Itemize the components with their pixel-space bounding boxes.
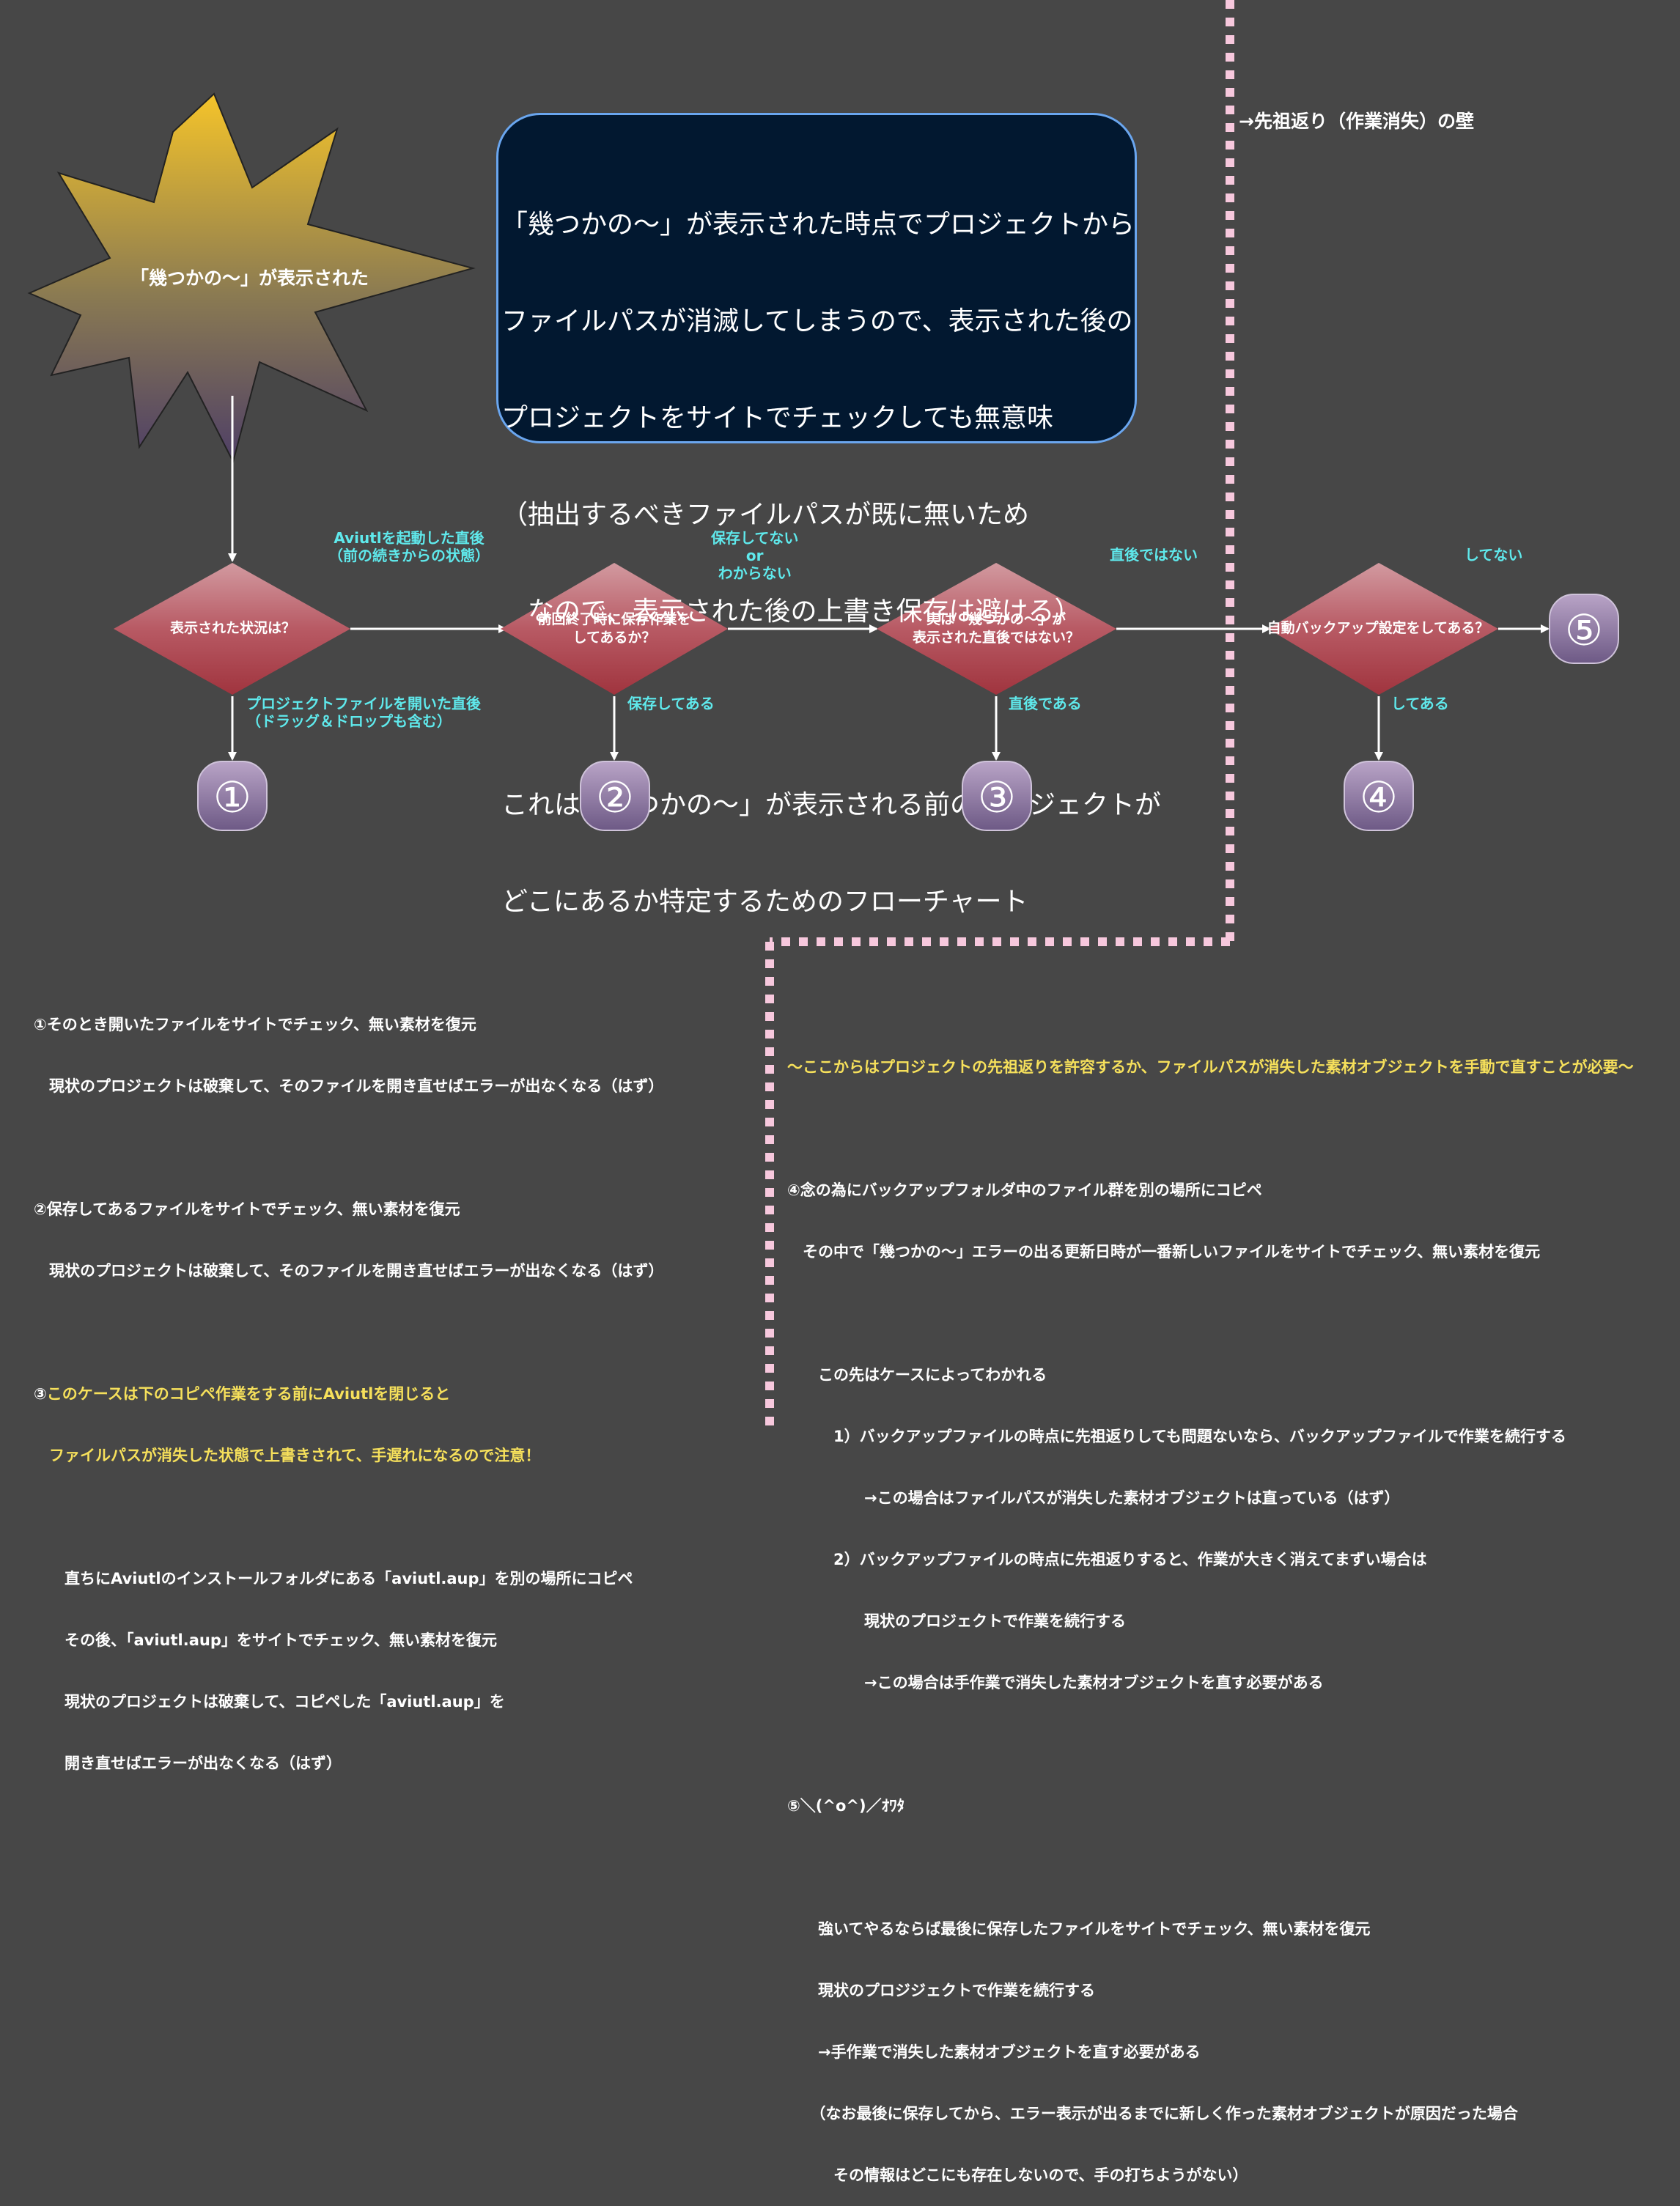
diamond-3-text: 実は「幾つかの～」が 表示された直後ではない？ [912,611,1080,646]
info-box: 「幾つかの～」が表示された時点でプロジェクトから ファイルパスが消滅してしまうの… [496,113,1161,917]
note-4-line-5: →この場合はファイルパスが消失した素材オブジェクトは直っている（はず） [787,1489,1400,1507]
edge-label-d3-right: 直後ではない [1110,546,1198,564]
decision-diamond-2 [501,563,728,695]
note-3-warning-1: このケースは下のコピペ作業をする前にAviutlを閉じると [46,1385,451,1403]
decision-diamond-3 [877,563,1116,695]
result-circle-2: ② [580,761,650,831]
note-5-line-5: （なお最後に保存してから、エラー表示が出るまでに新しく作った素材オブジェクトが原… [787,2105,1518,2122]
note-4-line-7: 現状のプロジェクトで作業を続行する [787,1612,1126,1630]
star-text: 「幾つかの～」が表示された [130,268,369,289]
note-3-line-3: 直ちにAviutlのインストールフォルダにある「aviutl.aup」を別の場所… [34,1570,633,1587]
diamond-2-text: 前回終了時に保存作業を してあるか？ [537,611,691,646]
edge-label-d1-right: Aviutlを起動した直後 （前の続きからの状態） [328,529,490,564]
note-3-line-1: ③このケースは下のコピペ作業をする前にAviutlを閉じると [34,1385,451,1403]
flowchart-canvas [27,0,1550,1425]
note-3-warning-2: ファイルパスが消失した状態で上書きされて、手遅れになるので注意！ [34,1447,541,1464]
edge-label-d1-down: プロジェクトファイルを開いた直後 （ドラッグ＆ドロップも含む） [246,695,481,730]
note-3-line-6: 開き直せばエラーが出なくなる（はず） [34,1755,342,1772]
note-4-line-2: その中で「幾つかの～」エラーの出る更新日時が一番新しいファイルをサイトでチェック… [787,1243,1541,1261]
result-circle-4: ④ [1344,761,1414,831]
info-box-text: 「幾つかの～」が表示された時点でプロジェクトから ファイルパスが消滅してしまうの… [501,210,1162,917]
wall-label: →先祖返り（作業消失）の壁 [1239,111,1474,132]
note-4-line-3: この先はケースによってわかれる [787,1366,1047,1384]
note-5-line-6: その情報はどこにも存在しないので、手の打ちようがない） [787,2166,1248,2184]
note-2-line-2: 現状のプロジェクトは破棄して、そのファイルを開き直せばエラーが出なくなる（はず） [34,1262,664,1280]
note-2-line-1: ②保存してあるファイルをサイトでチェック、無い素材を復元 [34,1200,460,1218]
notes-right: ～ここからはプロジェクトの先祖返りを許容するか、ファイルパスが消失した素材オブジ… [787,1016,1634,2206]
notes-left: ①そのとき開いたファイルをサイトでチェック、無い素材を復元 現状のプロジェクトは… [34,973,663,1794]
note-5-line-2: 強いてやるならば最後に保存したファイルをサイトでチェック、無い素材を復元 [787,1920,1371,1938]
edge-label-d3-down: 直後である [1009,695,1082,712]
note-4-line-6: 2）バックアップファイルの時点に先祖返りすると、作業が大きく消えてまずい場合は [787,1551,1427,1568]
result-circle-1: ① [197,761,268,831]
note-5-line-4: →手作業で消失した素材オブジェクトを直す必要がある [787,2043,1201,2061]
note-3-line-4: その後、「aviutl.aup」をサイトでチェック、無い素材を復元 [34,1631,497,1649]
decision-diamond-4 [1268,563,1498,695]
edge-label-d2-down: 保存してある [627,695,715,712]
note-1-line-1: ①そのとき開いたファイルをサイトでチェック、無い素材を復元 [34,1016,476,1033]
note-5-line-1: ⑤＼(^o^)／ｵﾜﾀ [787,1797,905,1815]
start-star [27,92,476,464]
result-circle-5: ⑤ [1549,594,1619,664]
note-4-line-4: 1）バックアップファイルの時点に先祖返りしても問題ないなら、バックアップファイル… [787,1428,1566,1445]
note-4-line-8: →この場合は手作業で消失した素材オブジェクトを直す必要がある [787,1674,1324,1692]
note-1-line-2: 現状のプロジェクトは破棄して、そのファイルを開き直せばエラーが出なくなる（はず） [34,1077,664,1095]
result-circle-3: ③ [962,761,1032,831]
note-4-line-1: ④念の為にバックアップフォルダ中のファイル群を別の場所にコピペ [787,1181,1262,1199]
note-5-line-3: 現状のプロジジェクトで作業を続行する [787,1982,1095,1999]
edge-label-d4-down: してある [1391,695,1449,712]
notes-right-header: ～ここからはプロジェクトの先祖返りを許容するか、ファイルパスが消失した素材オブジ… [787,1058,1634,1076]
edge-label-d2-right: 保存してない or わからない [711,529,799,582]
decision-diamond-1 [114,563,350,695]
edge-label-d4-right: してない [1465,546,1523,564]
note-3-line-5: 現状のプロジェクトは破棄して、コピペした「aviutl.aup」を [34,1693,505,1711]
diamond-4-text: 自動バックアップ設定をしてある？ [1267,620,1489,636]
diamond-1-text: 表示された状況は？ [169,620,295,636]
